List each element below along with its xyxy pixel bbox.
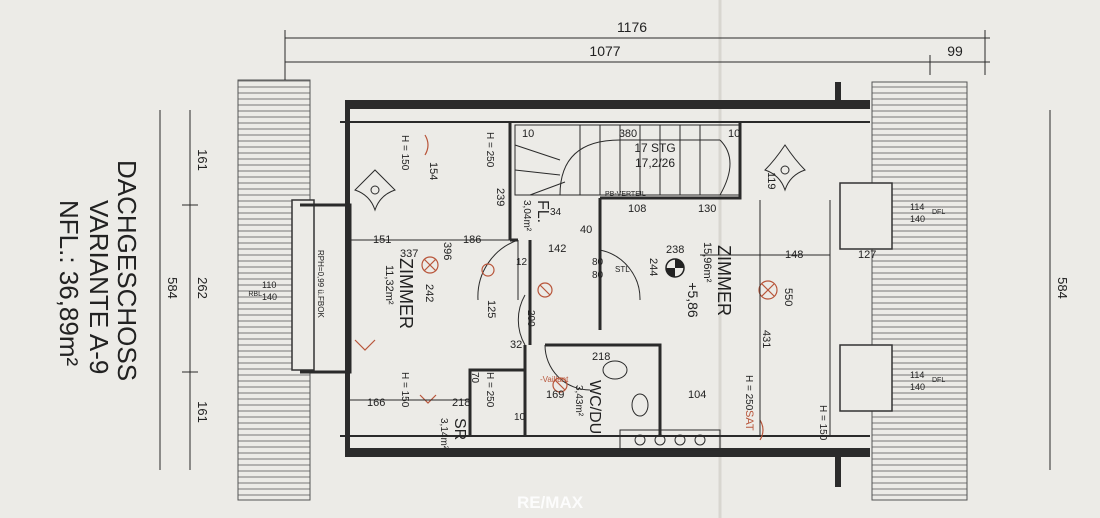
measure-166: 166 <box>367 397 385 409</box>
measure-34: 34 <box>550 207 562 218</box>
measurement-labels: 154 239 396 186 151 337 242 166 218 108 … <box>262 162 925 423</box>
measure-238: 238 <box>666 244 684 256</box>
annotation-pb-verteil: PB-VERTEIL <box>605 191 646 198</box>
dim-left-seg-top: 161 <box>195 149 210 171</box>
dim-left-depth: 584 <box>165 277 180 299</box>
measure-114a: 114 <box>910 202 924 212</box>
measure-114b: 114 <box>910 370 924 380</box>
annotation-sat: SAT <box>743 410 755 431</box>
measure-169: 169 <box>546 389 564 401</box>
room-sr-name: SR <box>451 418 468 440</box>
measure-104: 104 <box>688 389 706 401</box>
measure-242: 242 <box>423 284 435 302</box>
measure-12: 12 <box>516 257 528 268</box>
roof-hatch-right <box>871 81 968 501</box>
remax-watermark: RE/MAX <box>517 493 584 512</box>
room-sr-area: 3,14m² <box>438 418 449 450</box>
measure-244: 244 <box>647 258 659 276</box>
annotation-rbl: RBL <box>248 291 262 298</box>
measure-10: 10 <box>514 412 526 423</box>
measure-70: 70 <box>469 372 480 384</box>
measure-218a: 218 <box>452 397 470 409</box>
stairs-width: 380 <box>619 128 637 140</box>
dormer-window-left <box>291 199 315 371</box>
measure-80b: 80 <box>592 270 604 281</box>
wc-fixtures <box>602 360 721 451</box>
dormer-window-upper <box>839 182 893 250</box>
dim-left-seg-mid: 262 <box>195 277 210 299</box>
staircase <box>514 124 741 196</box>
measure-140b: 140 <box>910 382 925 392</box>
title-nfl: NFL.: 36,89m² <box>54 200 84 367</box>
measure-80a: 80 <box>592 257 604 268</box>
dim-right-offset: 99 <box>947 43 963 59</box>
dim-total-width: 1176 <box>617 19 647 35</box>
height-h250-right: H = 250 <box>743 375 754 411</box>
height-h150-top-left: H = 150 <box>399 135 410 171</box>
measure-337: 337 <box>400 248 418 260</box>
room-zimmer-left-name: ZIMMER <box>396 258 416 329</box>
decorative-flower-left <box>354 169 396 212</box>
measure-32: 32 <box>510 339 522 351</box>
height-h250-bottom-mid: H = 250 <box>484 372 495 408</box>
stairs-ratio: 17,2/26 <box>635 156 675 170</box>
room-zimmer-right-name: ZIMMER <box>714 245 734 316</box>
decorative-flower-right <box>764 144 806 192</box>
dim-right-depth: 584 <box>1055 277 1070 299</box>
measure-140a: 140 <box>910 214 925 224</box>
room-wcdu-area: 3,43m² <box>573 385 584 417</box>
measure-148: 148 <box>785 249 803 261</box>
annotation-dfl-upper: DFL <box>932 209 945 216</box>
annotation-rph: RPH=0,99 ü.FBOK <box>316 250 325 318</box>
exterior-walls <box>345 82 870 487</box>
measure-239: 239 <box>494 188 506 206</box>
dim-left-seg-bottom: 161 <box>195 401 210 423</box>
measure-140: 140 <box>262 292 277 302</box>
measure-119: 119 <box>765 172 777 190</box>
room-zimmer-right-area: 15,96m² <box>701 242 713 283</box>
measure-127: 127 <box>858 249 876 261</box>
measure-154: 154 <box>427 162 439 180</box>
measure-431: 431 <box>760 330 772 348</box>
room-flur-name: FL. <box>534 200 551 223</box>
measure-142: 142 <box>548 243 566 255</box>
measure-108: 108 <box>628 203 646 215</box>
annotation-vaillant: -Vaillant <box>540 375 569 384</box>
stairs-right-width: 10 <box>728 128 740 140</box>
room-zimmer-left-area: 11,32m² <box>383 265 395 305</box>
measure-40: 40 <box>580 224 592 236</box>
measure-110: 110 <box>262 280 276 290</box>
measure-218b: 218 <box>592 351 610 363</box>
measure-151: 151 <box>373 234 391 246</box>
stairs-left-width: 10 <box>522 128 534 140</box>
measure-130: 130 <box>698 203 716 215</box>
title-dachgeschoss: DACHGESCHOSS <box>112 160 142 381</box>
level-marker <box>665 258 685 278</box>
measure-125: 125 <box>485 300 497 318</box>
title-variante: VARIANTE A-9 <box>84 200 114 374</box>
annotation-stl: STL <box>615 265 630 274</box>
door-swings <box>477 239 641 391</box>
electrical-symbols <box>354 134 778 441</box>
annotation-dfl-lower: DFL <box>932 377 945 384</box>
measure-200: 200 <box>525 310 536 327</box>
measure-186: 186 <box>463 234 481 246</box>
height-h250-top-mid: H = 250 <box>484 132 495 168</box>
stairs-count: 17 STG <box>634 141 675 155</box>
dormer-window-lower <box>839 344 893 412</box>
dim-inner-width: 1077 <box>589 43 620 59</box>
level-label: +5,86 <box>685 282 701 318</box>
height-h150-bottom-left: H = 150 <box>399 372 410 408</box>
height-h150-right: H = 150 <box>817 405 828 441</box>
room-flur-area: 3,04m² <box>521 200 532 232</box>
measure-396: 396 <box>441 242 453 260</box>
measure-550: 550 <box>782 288 794 306</box>
room-wcdu-name: WC/DU <box>586 380 603 434</box>
